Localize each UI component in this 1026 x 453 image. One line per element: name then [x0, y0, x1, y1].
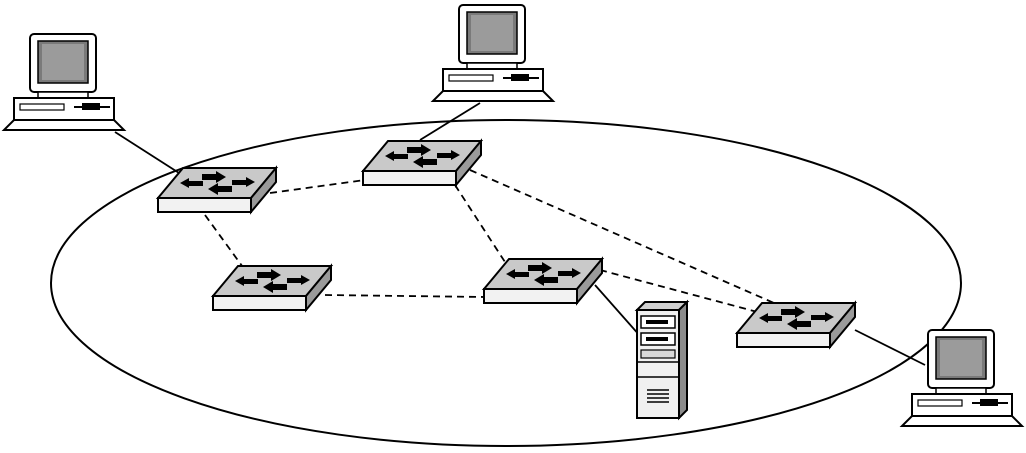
- workstation-top-center: [432, 4, 554, 102]
- router-right: [736, 302, 856, 348]
- link-workstation-top-left-to-router-upper-left: [114, 131, 191, 181]
- link-router-upper-left-to-router-lower-left: [204, 214, 246, 271]
- router-lower-left: [212, 265, 332, 311]
- link-router-right-to-workstation-bottom-right: [854, 329, 926, 366]
- router-center: [483, 258, 603, 304]
- link-router-center-to-router-right: [599, 269, 781, 319]
- workstation-bottom-right: [901, 329, 1023, 427]
- router-upper-left: [157, 167, 277, 213]
- link-router-lower-left-to-router-center: [324, 294, 486, 298]
- link-workstation-top-center-to-router-upper-center: [419, 102, 481, 141]
- workstation-top-left: [3, 33, 125, 131]
- link-router-upper-left-to-router-upper-center: [269, 179, 366, 194]
- network-boundary: [50, 119, 962, 447]
- link-router-upper-center-to-router-right: [469, 169, 791, 311]
- server: [636, 301, 688, 419]
- link-router-upper-center-to-router-center: [454, 184, 506, 263]
- router-upper-center: [362, 140, 482, 186]
